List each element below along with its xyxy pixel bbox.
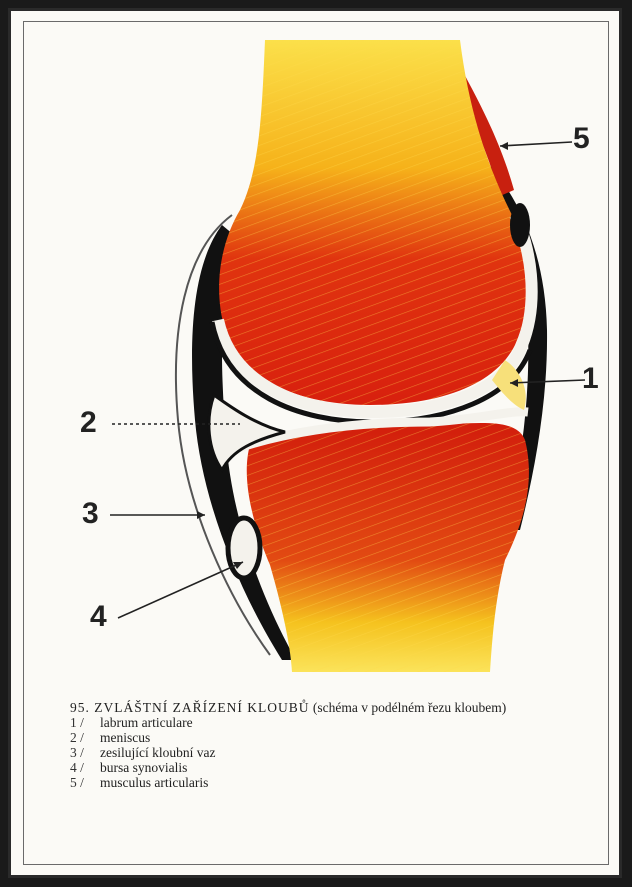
callout-2: 2 [80, 406, 97, 440]
legend-text: meniscus [100, 730, 150, 745]
legend-item: 4 / bursa synovialis [70, 760, 590, 775]
legend-item: 1 / labrum articulare [70, 715, 590, 730]
callout-5: 5 [573, 122, 590, 156]
leader-line-5 [500, 142, 572, 146]
synovial-pocket-upper [510, 203, 530, 247]
legend-item: 3 / zesilující kloubní vaz [70, 745, 590, 760]
legend-text: zesilující kloubní vaz [100, 745, 215, 760]
caption-subtitle: (schéma v podélném řezu kloubem) [313, 700, 506, 715]
callout-1: 1 [582, 362, 599, 396]
legend-item: 5 / musculus articularis [70, 775, 590, 790]
callout-3: 3 [82, 497, 99, 531]
legend-text: musculus articularis [100, 775, 208, 790]
legend-item: 2 / meniscus [70, 730, 590, 745]
legend-text: labrum articulare [100, 715, 193, 730]
legend-number: 1 / [70, 715, 100, 730]
callout-4: 4 [90, 600, 107, 634]
figure-caption: 95. ZVLÁŠTNÍ ZAŘÍZENÍ KLOUBŮ (schéma v p… [70, 700, 590, 790]
leader-line-4 [118, 562, 243, 618]
caption-heading: 95. ZVLÁŠTNÍ ZAŘÍZENÍ KLOUBŮ (schéma v p… [70, 700, 590, 715]
legend-number: 5 / [70, 775, 100, 790]
legend-text: bursa synovialis [100, 760, 187, 775]
legend-list: 1 / labrum articulare 2 / meniscus 3 / z… [70, 715, 590, 790]
bursa-synovialis [228, 518, 260, 578]
legend-number: 2 / [70, 730, 100, 745]
caption-title: 95. ZVLÁŠTNÍ ZAŘÍZENÍ KLOUBŮ [70, 700, 309, 715]
legend-number: 3 / [70, 745, 100, 760]
legend-number: 4 / [70, 760, 100, 775]
